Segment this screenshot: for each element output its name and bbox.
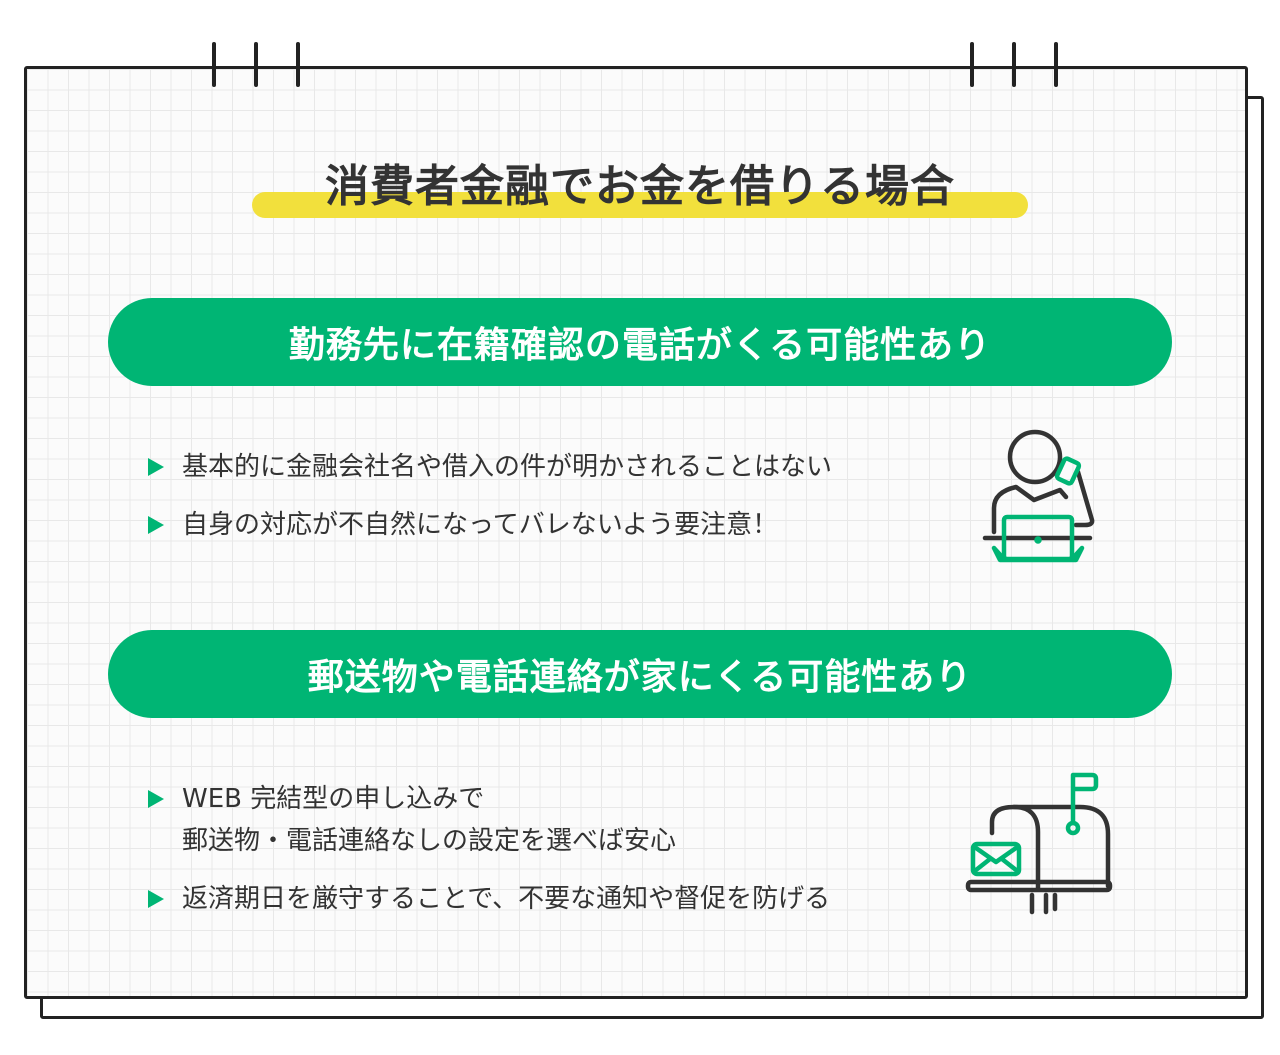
triangle-bullet-icon — [148, 458, 164, 476]
binder-ring — [1012, 42, 1016, 87]
triangle-bullet-icon — [148, 890, 164, 908]
binder-ring — [1054, 42, 1058, 87]
binder-ring — [970, 42, 974, 87]
binder-ring — [212, 42, 216, 87]
page-title: 消費者金融でお金を借りる場合 — [325, 161, 955, 212]
title-block: 消費者金融でお金を借りる場合 — [252, 150, 1028, 220]
list-item: 基本的に金融会社名や借入の件が明かされることはない — [148, 446, 832, 488]
binder-ring — [296, 42, 300, 87]
triangle-bullet-icon — [148, 790, 164, 808]
list-item: 自身の対応が不自然になってバレないよう要注意！ — [148, 504, 778, 546]
section-heading-home-mail: 郵送物や電話連絡が家にくる可能性あり — [108, 630, 1172, 718]
list-item: 返済期日を厳守することで、不要な通知や督促を防げる — [148, 878, 830, 920]
triangle-bullet-icon — [148, 516, 164, 534]
section-heading-workplace: 勤務先に在籍確認の電話がくる可能性あり — [108, 298, 1172, 386]
person-phone-laptop-icon — [982, 429, 1095, 563]
list-item: WEB 完結型の申し込みで郵送物・電話連絡なしの設定を選べば安心 — [148, 778, 676, 862]
title-highlight — [252, 192, 1028, 218]
notepad-card — [24, 66, 1248, 999]
mailbox-icon — [965, 772, 1113, 915]
binder-ring — [254, 42, 258, 87]
